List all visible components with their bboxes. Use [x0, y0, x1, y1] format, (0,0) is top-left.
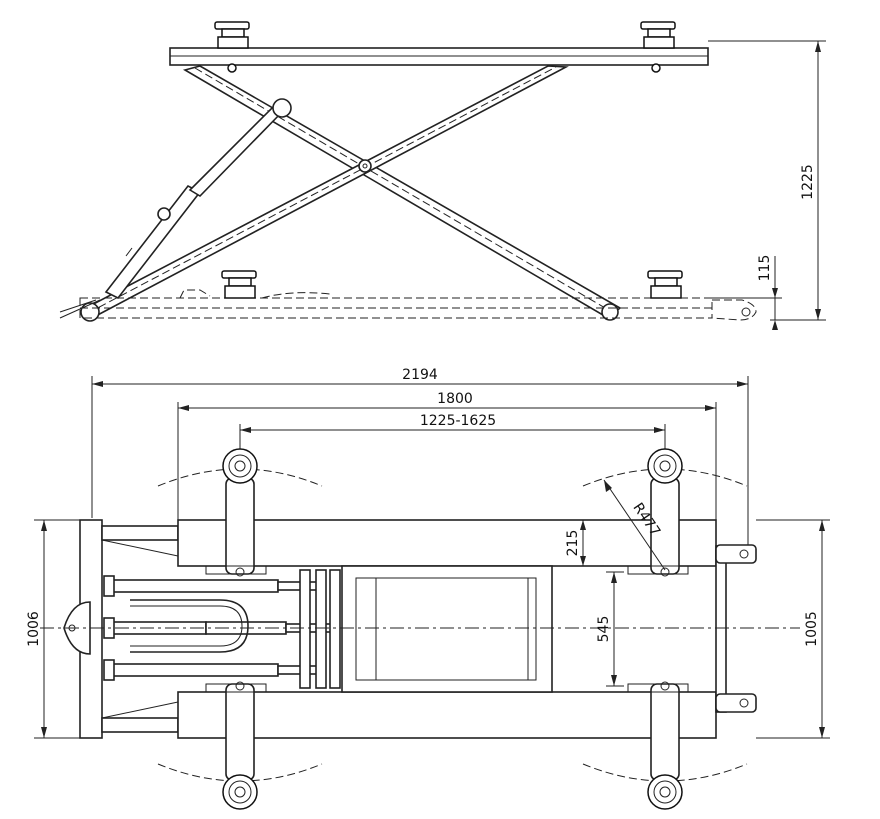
lift-arm-top-left — [222, 448, 258, 577]
top-lift-pad-right — [640, 21, 676, 73]
dim-overall-width-right: 1005 — [804, 611, 820, 647]
plan-cylinder-upper — [103, 575, 323, 597]
dim-height-raised: 1225 — [800, 164, 816, 200]
dim-inner-width: 545 — [596, 616, 612, 643]
dim-height-lowered: 115 — [757, 255, 773, 282]
plan-cylinder-lower — [103, 659, 323, 681]
top-plan-view: 2194 1800 1225-1625 — [26, 367, 830, 810]
dim-platform-length: 1800 — [437, 391, 473, 407]
scissor-arm-b — [80, 65, 569, 319]
dim-line-arm-radius — [603, 479, 666, 571]
side-rail-bottom — [177, 691, 717, 739]
dim-overall-length: 2194 — [402, 367, 438, 383]
dim-arm-span: 1225-1625 — [420, 413, 496, 429]
lift-arm-top-right — [647, 448, 683, 577]
scissor-pivot — [358, 159, 372, 173]
lift-arm-bottom-right — [647, 681, 683, 810]
side-rail-top — [177, 519, 717, 567]
lowered-lift-pad-right — [647, 270, 683, 299]
end-roller-bottom — [715, 693, 757, 713]
end-roller-top — [715, 544, 757, 564]
dim-arm-offset: 215 — [565, 530, 581, 557]
lowered-lift-pad-left — [221, 270, 257, 299]
top-lift-pad-left — [214, 21, 250, 73]
hydraulic-piston-rod — [188, 104, 284, 198]
dim-overall-width-left: 1006 — [26, 611, 42, 647]
center-frame — [341, 565, 553, 693]
hydraulic-hose — [130, 599, 249, 653]
side-elevation-view: 1225 115 — [59, 21, 826, 330]
lift-arm-bottom-left — [222, 681, 258, 810]
